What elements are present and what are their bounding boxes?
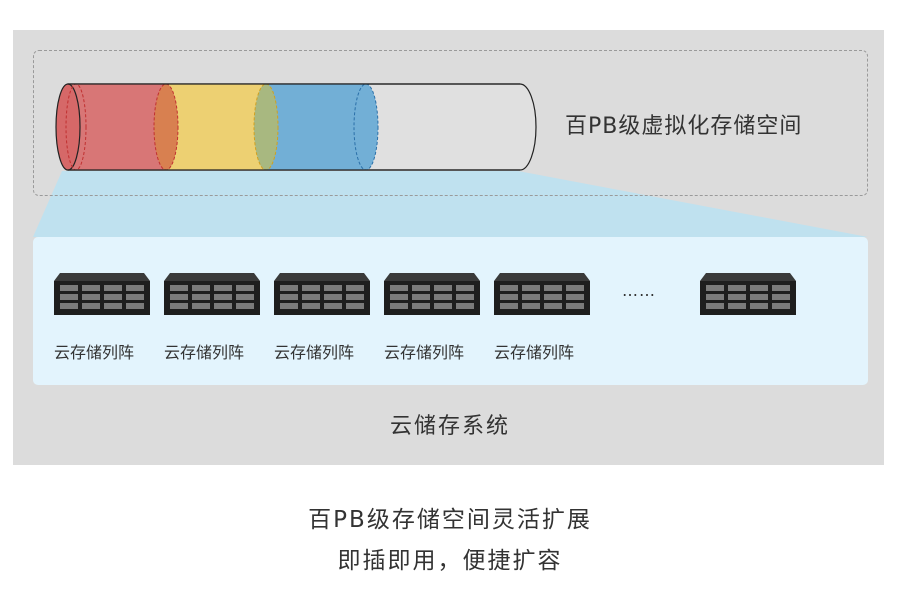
caption-line-2: 即插即用，便捷扩容 xyxy=(337,548,563,574)
server-rack-icon xyxy=(700,273,796,315)
server-rack-icon xyxy=(164,273,260,315)
storage-array-label: 云存储列阵 xyxy=(274,343,355,362)
yellow-segment xyxy=(166,84,266,170)
red-segment xyxy=(68,84,178,170)
more-arrays-ellipsis: …… xyxy=(622,281,656,300)
server-rack-icon xyxy=(54,273,150,315)
server-rack-icon xyxy=(494,273,590,315)
server-rack-icon xyxy=(274,273,370,315)
server-rack-icon xyxy=(384,273,480,315)
storage-array-label: 云存储列阵 xyxy=(54,343,135,362)
blue-segment xyxy=(254,84,378,170)
storage-array-label: 云存储列阵 xyxy=(384,343,465,362)
storage-array-label: 云存储列阵 xyxy=(494,343,575,362)
projection-beam xyxy=(33,171,868,237)
yellow-blue-overlap xyxy=(254,84,278,170)
cloud-system-label: 云储存系统 xyxy=(389,414,510,439)
caption-line-1: 百PB级存储空间灵活扩展 xyxy=(308,507,592,533)
virtual-storage-label: 百PB级虚拟化存储空间 xyxy=(565,114,803,139)
red-yellow-overlap xyxy=(154,84,178,170)
storage-array-label: 云存储列阵 xyxy=(164,343,245,362)
virtual-storage-box xyxy=(33,50,868,196)
